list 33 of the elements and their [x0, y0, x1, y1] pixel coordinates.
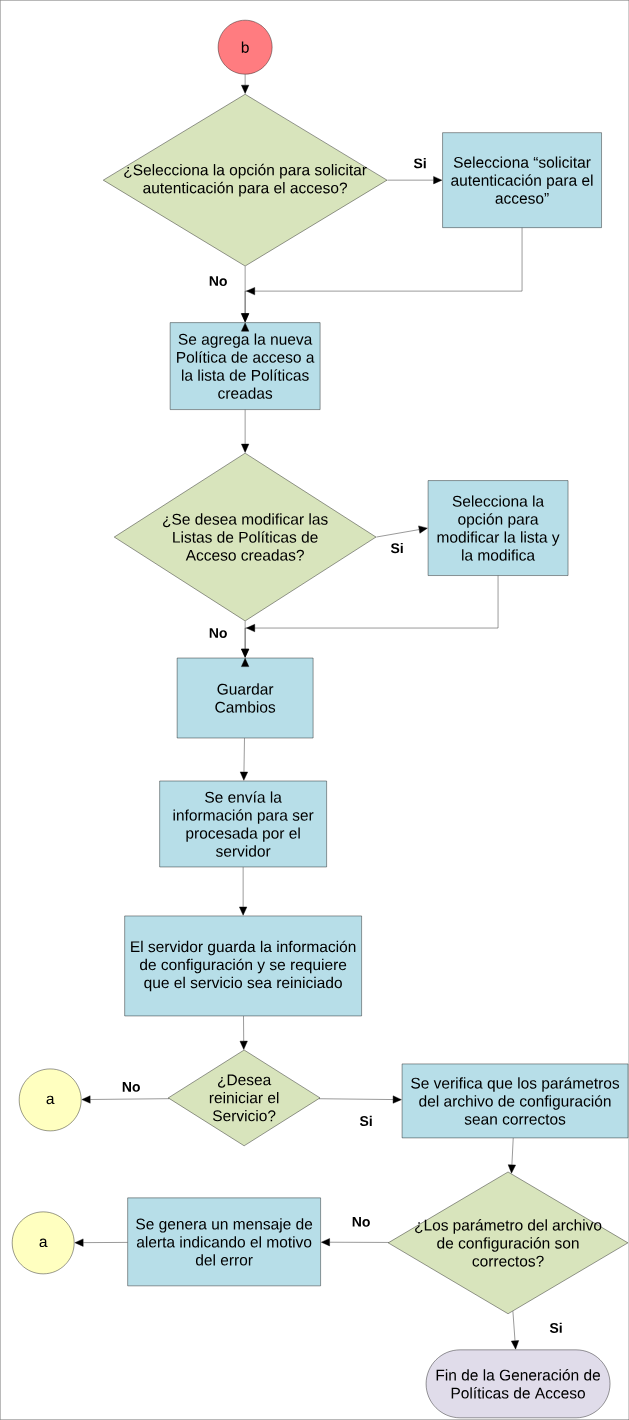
- edge-label: Si: [412, 157, 428, 170]
- edge-label: Si: [358, 1114, 374, 1128]
- process-box: Guardar Cambios: [176, 657, 314, 739]
- arrow: [74, 1238, 128, 1247]
- arrow: [81, 1095, 170, 1104]
- edge-label: Si: [548, 1321, 564, 1334]
- arrow: [241, 575, 499, 667]
- edge-label: No: [120, 1081, 142, 1093]
- arrow: [241, 621, 249, 658]
- arrow: [239, 866, 247, 916]
- process-box: Selecciona la opción para modificar la lista y la modifica: [427, 480, 569, 576]
- arrow: [510, 1311, 519, 1350]
- arrow: [318, 1095, 402, 1104]
- process-box: Se agrega la nueva Política de acceso a la lista de Políticas creadas: [169, 322, 321, 410]
- process-box: Se verifica que los parámetros del archivo de configuración sean correctos: [401, 1063, 629, 1139]
- process-box: Selecciona “solicitar autenticación para el acceso”: [442, 132, 602, 228]
- arrow: [239, 738, 248, 781]
- arrow: [241, 409, 249, 453]
- arrow: [241, 74, 249, 94]
- arrow: [376, 525, 428, 538]
- arrow: [241, 266, 249, 323]
- edge-label: No: [350, 1216, 372, 1228]
- arrow: [239, 1015, 248, 1050]
- edge-label: Si: [389, 541, 405, 555]
- process-box: Se envía la información para ser procesada por el servidor: [159, 780, 327, 868]
- arrow: [387, 176, 442, 185]
- arrow: [321, 1238, 389, 1247]
- arrow: [507, 1137, 516, 1174]
- edge-label: No: [207, 275, 229, 287]
- process-box: El servidor guarda la información de configuración y se requiere que el servicio sea reiniciado: [124, 915, 362, 1017]
- arrow: [241, 227, 523, 332]
- edge-label: No: [207, 627, 229, 639]
- process-box: Se genera un mensaje de alerta indicando el motivo del error: [127, 1197, 321, 1287]
